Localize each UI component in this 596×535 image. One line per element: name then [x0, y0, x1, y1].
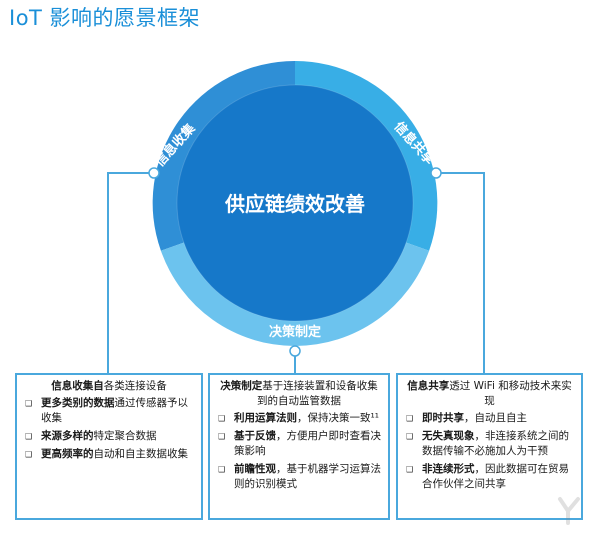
item-text: 自动和自主数据收集 — [93, 448, 189, 460]
connector-dots — [148, 167, 442, 357]
bullet-icon: ❑ — [406, 414, 414, 423]
connector-right — [437, 172, 485, 373]
item-text: ，自动且自主 — [464, 412, 527, 424]
list-item: ❑ 无失真现象，非连接系统之间的数据传输不必施加人为干预 — [404, 429, 575, 459]
item-text: ，方便用户即时查看决策影响 — [234, 430, 381, 457]
bullet-icon: ❑ — [218, 432, 226, 441]
item-bold: 更高频率的 — [41, 448, 94, 460]
bullet-icon: ❑ — [218, 465, 226, 474]
box-heading-bold: 决策制定 — [220, 380, 263, 392]
item-bold: 利用运算法则 — [234, 412, 297, 424]
item-text: ，基于机器学习运算法则的识别模式 — [234, 463, 381, 490]
box-list: ❑ 更多类别的数据通过传感器予以收集 ❑ 来源多样的特定聚合数据 ❑ 更高频率的自动和… — [23, 396, 195, 462]
box-heading: 信息共享透过 WiFi 和移动技术来实现 — [404, 379, 575, 409]
list-item: ❑ 非连续形式，因此数据可在贸易合作伙伴之间共享 — [404, 462, 575, 492]
list-item: ❑ 利用运算法则，保持决策一致¹¹ — [216, 411, 382, 426]
item-bold: 更多类别的数据 — [41, 397, 115, 409]
connector-dot-left — [148, 167, 160, 179]
item-text: ，非连接系统之间的数据传输不必施加人为干预 — [422, 430, 569, 457]
box-heading: 决策制定基于连接装置和设备收集到的自动监管数据 — [216, 379, 382, 409]
item-bold: 来源多样的 — [41, 430, 94, 442]
center-text: 供应链绩效改善 — [224, 192, 365, 216]
ring-label-decision: 决策制定 — [269, 324, 321, 340]
item-bold: 非连续形式 — [422, 463, 475, 475]
page-title: IoT 影响的愿景框架 — [9, 6, 201, 30]
inner-disk-highlight — [176, 84, 414, 322]
item-text: 特定聚合数据 — [93, 430, 157, 442]
item-bold: 即时共享 — [422, 412, 464, 424]
box-list: ❑即时共享，自动且自主 ❑无失真现象，非连接系统之间的数据传输不必施加人为干预 … — [404, 411, 575, 492]
box-heading-bold: 信息共享 — [407, 380, 450, 392]
connector-dot-right — [430, 167, 442, 179]
box-heading-bold: 信息收集自 — [51, 380, 104, 392]
box-heading-rest: 透过 WiFi 和移动技术来实现 — [449, 380, 572, 407]
list-item: ❑ 基于反馈，方便用户即时查看决策影响 — [216, 429, 382, 459]
bullet-icon: ❑ — [25, 399, 33, 408]
box-list: ❑ 利用运算法则，保持决策一致¹¹ ❑ 基于反馈，方便用户即时查看决策影响 ❑ 前瞻性… — [216, 411, 382, 492]
item-text: 通过传感器予以收集 — [41, 397, 188, 424]
box-heading-rest: 基于连接装置和设备收集到的自动监管数据 — [257, 380, 378, 407]
item-bold: 基于反馈 — [234, 430, 276, 442]
bullet-icon: ❑ — [25, 432, 33, 441]
item-text: ，因此数据可在贸易合作伙伴之间共享 — [422, 463, 569, 490]
box-heading: 信息收集自各类连接设备 — [23, 379, 195, 394]
bullet-icon: ❑ — [25, 450, 33, 459]
decision-making-box: 决策制定基于连接装置和设备收集到的自动监管数据 ❑ 利用运算法则，保持决策一致¹¹… — [208, 373, 390, 520]
inner-disk — [177, 85, 413, 321]
list-item: ❑ 更高频率的自动和自主数据收集 — [23, 447, 195, 462]
list-item: ❑ 前瞻性观，基于机器学习运算法则的识别模式 — [216, 462, 382, 492]
list-item: ❑ 来源多样的特定聚合数据 — [23, 429, 195, 444]
info-sharing-box: 信息共享透过 WiFi 和移动技术来实现 ❑即时共享，自动且自主 ❑无失真现象，… — [396, 373, 583, 520]
box-heading-rest: 各类连接设备 — [103, 380, 167, 392]
info-collection-box: 信息收集自各类连接设备 ❑ 更多类别的数据通过传感器予以收集 ❑ 来源多样的特定聚合… — [15, 373, 203, 520]
item-bold: 无失真现象 — [422, 430, 475, 442]
watermark-logo-icon — [558, 497, 580, 525]
list-item: ❑ 即时共享，自动且自主 — [404, 411, 575, 426]
bullet-icon: ❑ — [218, 414, 226, 423]
item-bold: 前瞻性观 — [234, 463, 276, 475]
bullet-icon: ❑ — [406, 432, 414, 441]
list-item: ❑ 更多类别的数据通过传感器予以收集 — [23, 396, 195, 426]
bullet-icon: ❑ — [406, 465, 414, 474]
connector-left — [107, 172, 153, 373]
connector-dot-bottom — [289, 345, 301, 357]
item-text: ，保持决策一致¹¹ — [297, 412, 379, 424]
